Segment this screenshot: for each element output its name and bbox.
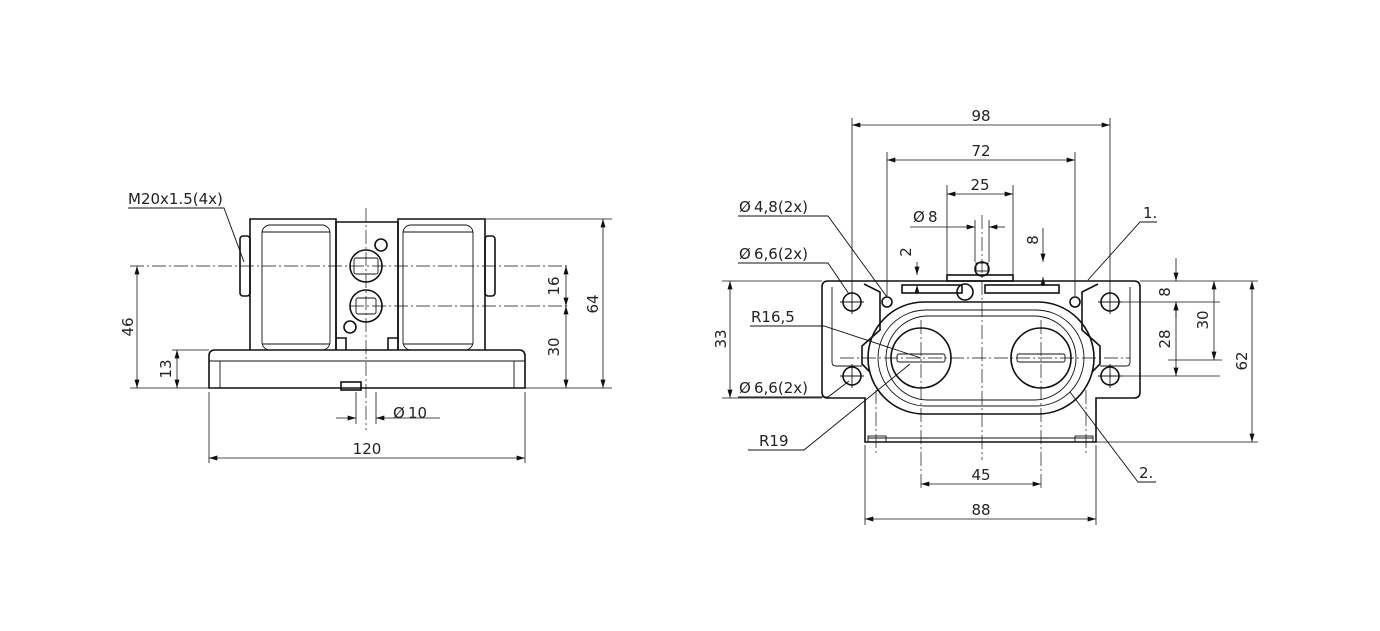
- side-thread-label: M20x1.5(4x): [128, 190, 223, 208]
- side-dim-base-height: 13: [157, 359, 175, 378]
- side-dim-hole-spacing: 16: [545, 276, 563, 295]
- front-dim-small-8: 8: [1024, 235, 1042, 245]
- front-callout-1: 1.: [1143, 204, 1157, 222]
- front-dim-hole-66-bottom-symbol: Ø: [739, 379, 751, 397]
- front-dim-radius-19: R19: [759, 432, 789, 450]
- front-dim-hole-48: 4,8(2x): [754, 198, 808, 216]
- side-body-right: [397, 218, 486, 350]
- side-base-plate: [208, 349, 526, 389]
- front-callout-2: 2.: [1139, 464, 1153, 482]
- side-small-screw-bottom: [343, 320, 357, 334]
- front-dim-overall-width: 98: [971, 107, 990, 125]
- side-body-middle: [335, 221, 399, 350]
- front-dim-cap-width: 25: [970, 176, 989, 194]
- front-dim-radius-165: R16,5: [751, 308, 795, 326]
- front-view: 98 72 25 Ø 8 2 8 Ø 4,8(2x) Ø 6,6(2x) R16…: [712, 107, 1258, 525]
- front-center-screw: [956, 283, 974, 301]
- front-dim-height-33: 33: [712, 329, 730, 348]
- side-dim-axis-height: 46: [119, 317, 137, 336]
- front-dim-small-2: 2: [897, 247, 915, 257]
- front-small-hole-left: [881, 296, 893, 308]
- front-top-bar-right: [984, 284, 1060, 294]
- side-dim-lower-hole-height: 30: [545, 337, 563, 356]
- front-dim-right-30: 30: [1194, 310, 1212, 329]
- side-dim-shaft-dia: 10: [408, 404, 427, 422]
- front-dim-hole-66-bottom: 6,6(2x): [754, 379, 808, 397]
- front-dim-mount-spacing: 72: [971, 142, 990, 160]
- front-small-hole-right: [1069, 296, 1081, 308]
- front-top-bar-left: [901, 284, 963, 294]
- front-dim-pin-dia: 8: [928, 208, 938, 226]
- front-dim-hole-48-symbol: Ø: [739, 198, 751, 216]
- side-small-screw-top: [374, 238, 388, 252]
- side-dim-width: 120: [353, 440, 382, 458]
- front-dim-center-spacing-45: 45: [971, 466, 990, 484]
- side-view: 120 64 16 30 46 13 Ø 10 M20x1.5(4x): [119, 190, 612, 463]
- front-dim-right-28: 28: [1156, 329, 1174, 348]
- front-dim-pin-symbol: Ø: [913, 208, 925, 226]
- side-shaft: [340, 381, 362, 391]
- side-dim-shaft-symbol: Ø: [393, 404, 405, 422]
- front-dim-body-width-88: 88: [971, 501, 990, 519]
- front-dim-right-8: 8: [1156, 287, 1174, 297]
- side-dim-height-total: 64: [584, 294, 602, 313]
- front-dim-hole-66-top: 6,6(2x): [754, 245, 808, 263]
- front-dim-total-height-62: 62: [1233, 351, 1251, 370]
- front-dim-hole-66-top-symbol: Ø: [739, 245, 751, 263]
- side-body-left: [249, 218, 337, 350]
- front-housing: [821, 280, 1141, 443]
